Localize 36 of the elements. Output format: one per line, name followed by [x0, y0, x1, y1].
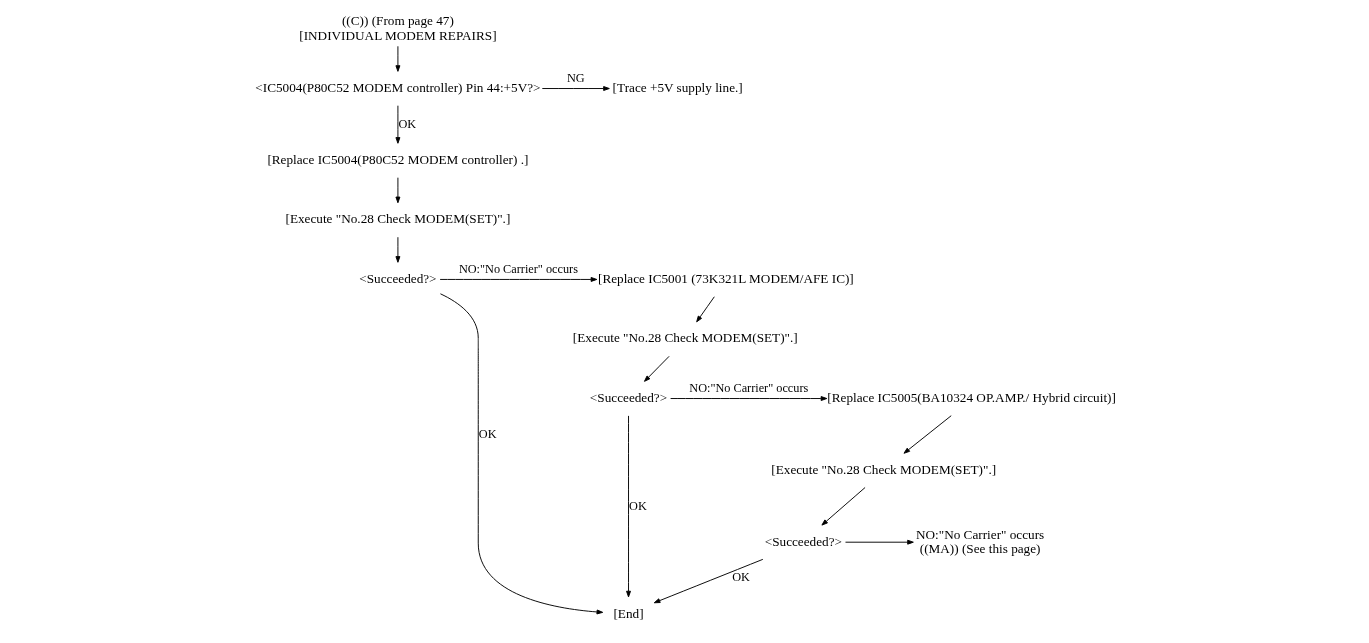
edge-label: NG [566, 71, 585, 86]
node-text: NO:"No Carrier" occurs ((MA)) (See this page) [915, 526, 1044, 556]
arrow [669, 396, 827, 401]
node-text: [Execute "No.28 Check MODEM(SET)".] [285, 211, 510, 227]
node-text: [Replace IC5004(P80C52 MODEM controller) .] [266, 151, 528, 167]
edge-label: OK [478, 426, 497, 441]
edge-label: OK [398, 116, 416, 131]
arrow [439, 277, 597, 282]
arrow [844, 539, 914, 545]
node-text: [Execute "No.28 Check MODEM(SET)".] [572, 330, 798, 346]
arrow [643, 355, 670, 382]
node-text: <Succeeded?> [358, 270, 437, 286]
node-text: ((C)) (From page 47) [INDIVIDUAL MODEM REPAIRS] [298, 13, 497, 43]
edge-label: NO:"No Carrier" occurs [458, 262, 578, 277]
arrow [439, 293, 603, 615]
node-text: [Replace IC5005(BA10324 OP.AMP./ Hybrid circuit)] [826, 390, 1116, 406]
node-text: [Replace IC5001 (73K321L MODEM/AFE IC)] [597, 270, 854, 286]
arrow [394, 105, 400, 144]
arrow [820, 487, 866, 526]
arrow [695, 296, 715, 323]
arrow [394, 45, 400, 72]
arrow [541, 86, 610, 91]
node-text: <Succeeded?> [589, 390, 667, 406]
node-text: <IC5004(P80C52 MODEM controller) Pin 44:+5V?> [254, 80, 541, 96]
node-text: <Succeeded?> [764, 533, 842, 549]
edge-label: OK [628, 498, 647, 513]
node-text: [Execute "No.28 Check MODEM(SET)".] [770, 461, 996, 477]
node-text: [End] [612, 605, 644, 621]
arrow [394, 177, 400, 204]
arrow [653, 558, 763, 604]
arrow [903, 415, 952, 454]
arrow [625, 415, 631, 598]
arrow [394, 236, 400, 263]
edge-label: OK [731, 570, 750, 585]
edge-label: NO:"No Carrier" occurs [688, 381, 808, 396]
node-text: [Trace +5V supply line.] [612, 80, 743, 96]
